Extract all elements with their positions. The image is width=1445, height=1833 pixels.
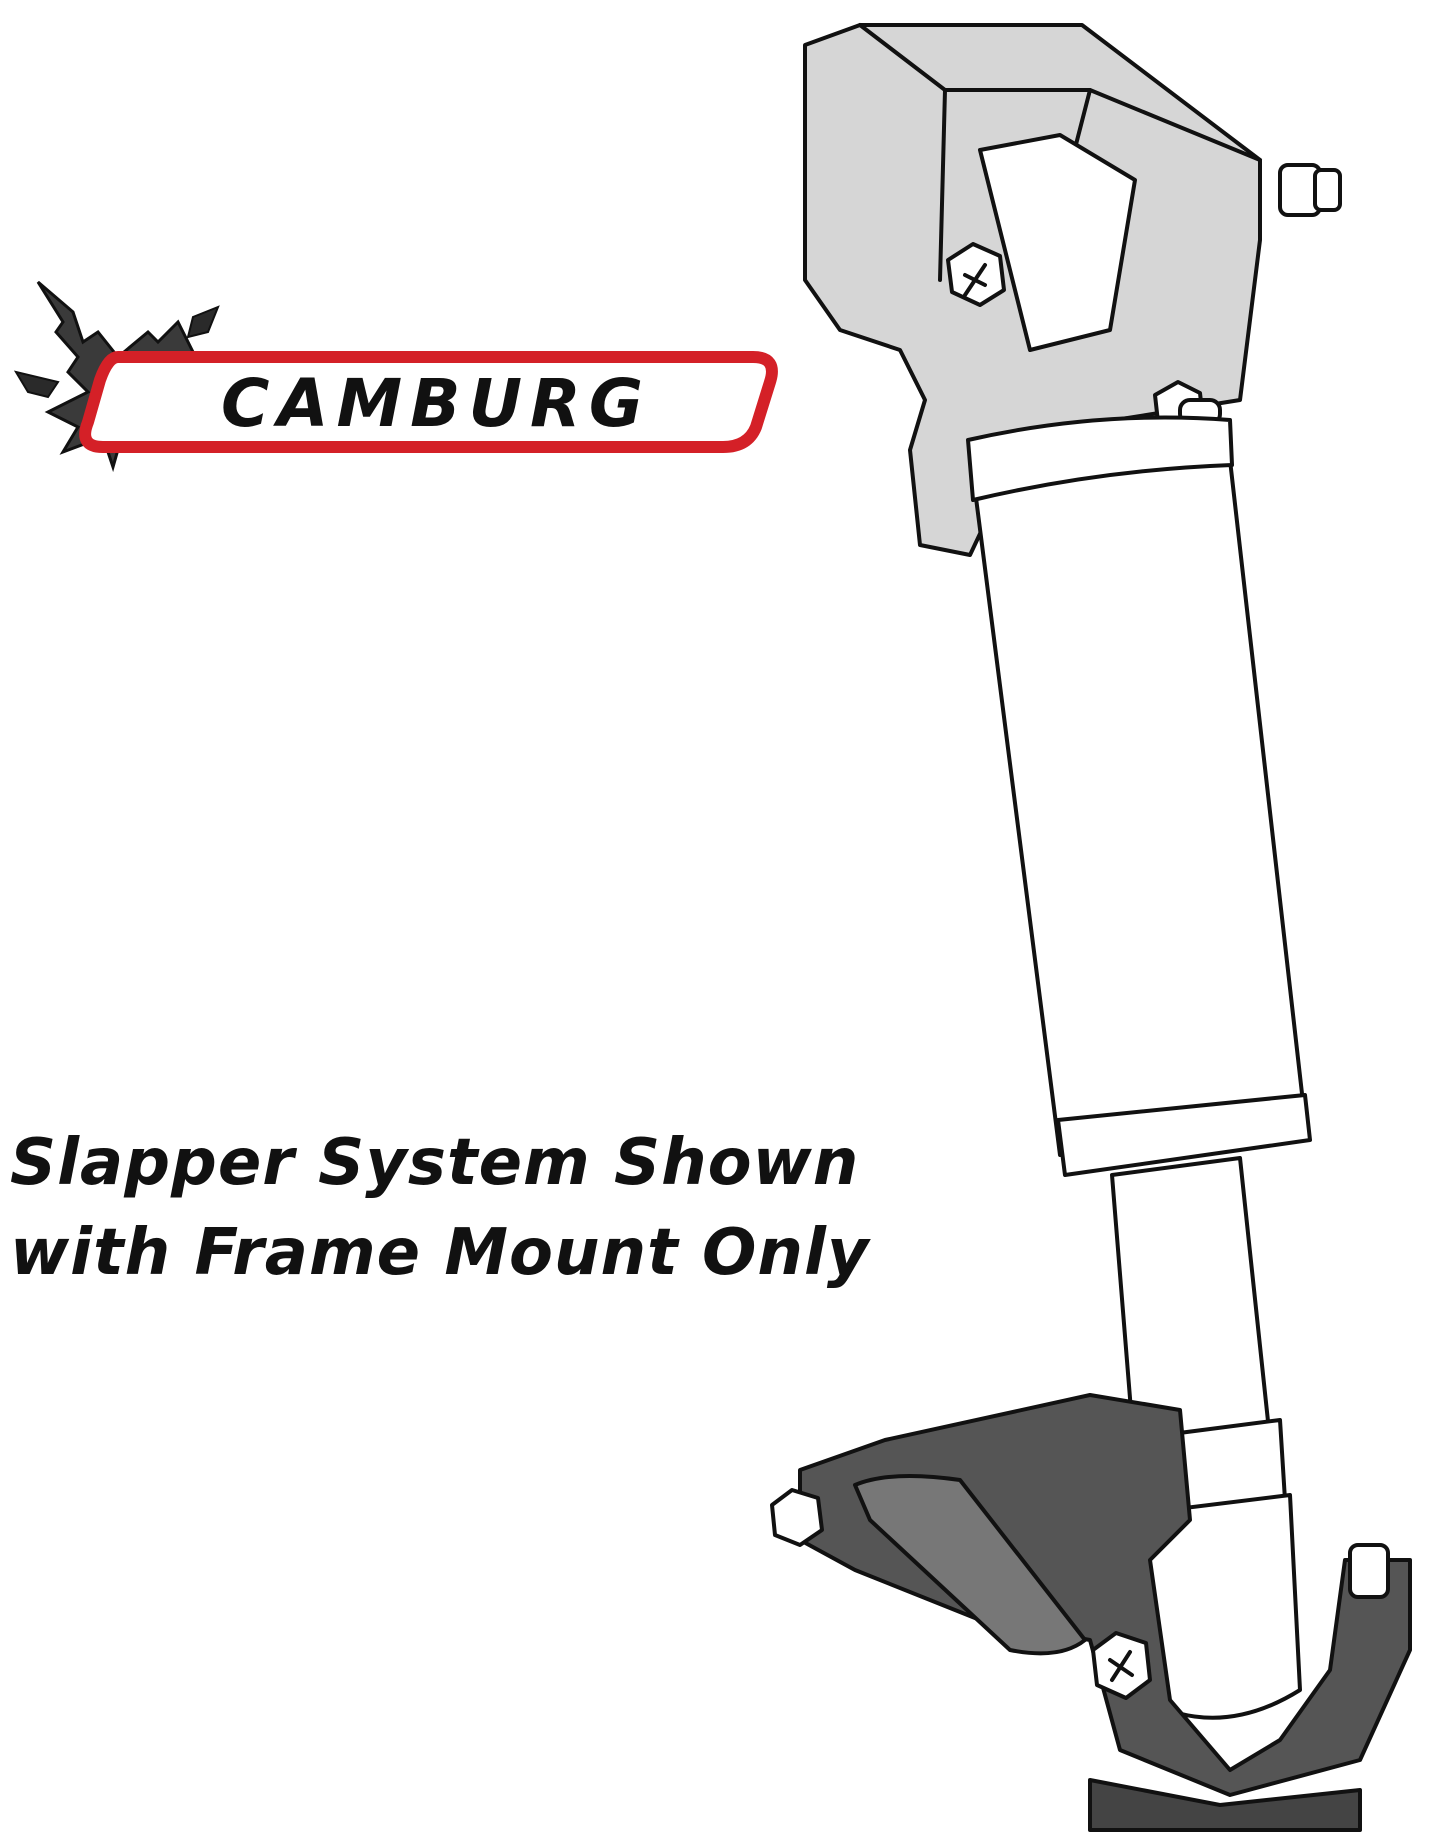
camburg-logo: CAMBURG — [13, 280, 778, 473]
mount-bolt — [1278, 163, 1342, 217]
logo-banner — [79, 351, 778, 453]
mount-bolt — [770, 1488, 824, 1547]
product-caption: Slapper System Shown with Frame Mount On… — [10, 1118, 910, 1298]
shock-body — [966, 415, 1312, 1177]
shock-absorber-icon — [770, 23, 1412, 1832]
lower-mount-bracket — [798, 1393, 1412, 1832]
mount-bolt — [1091, 1631, 1152, 1700]
caption-line-2: with Frame Mount Only — [10, 1216, 870, 1290]
mount-bolt — [946, 242, 1006, 307]
caption-line-1: Slapper System Shown — [10, 1126, 860, 1200]
shock-shaft — [1110, 1156, 1302, 1720]
mount-bolt — [1348, 1543, 1390, 1599]
logo-wordmark: CAMBURG — [221, 365, 651, 442]
